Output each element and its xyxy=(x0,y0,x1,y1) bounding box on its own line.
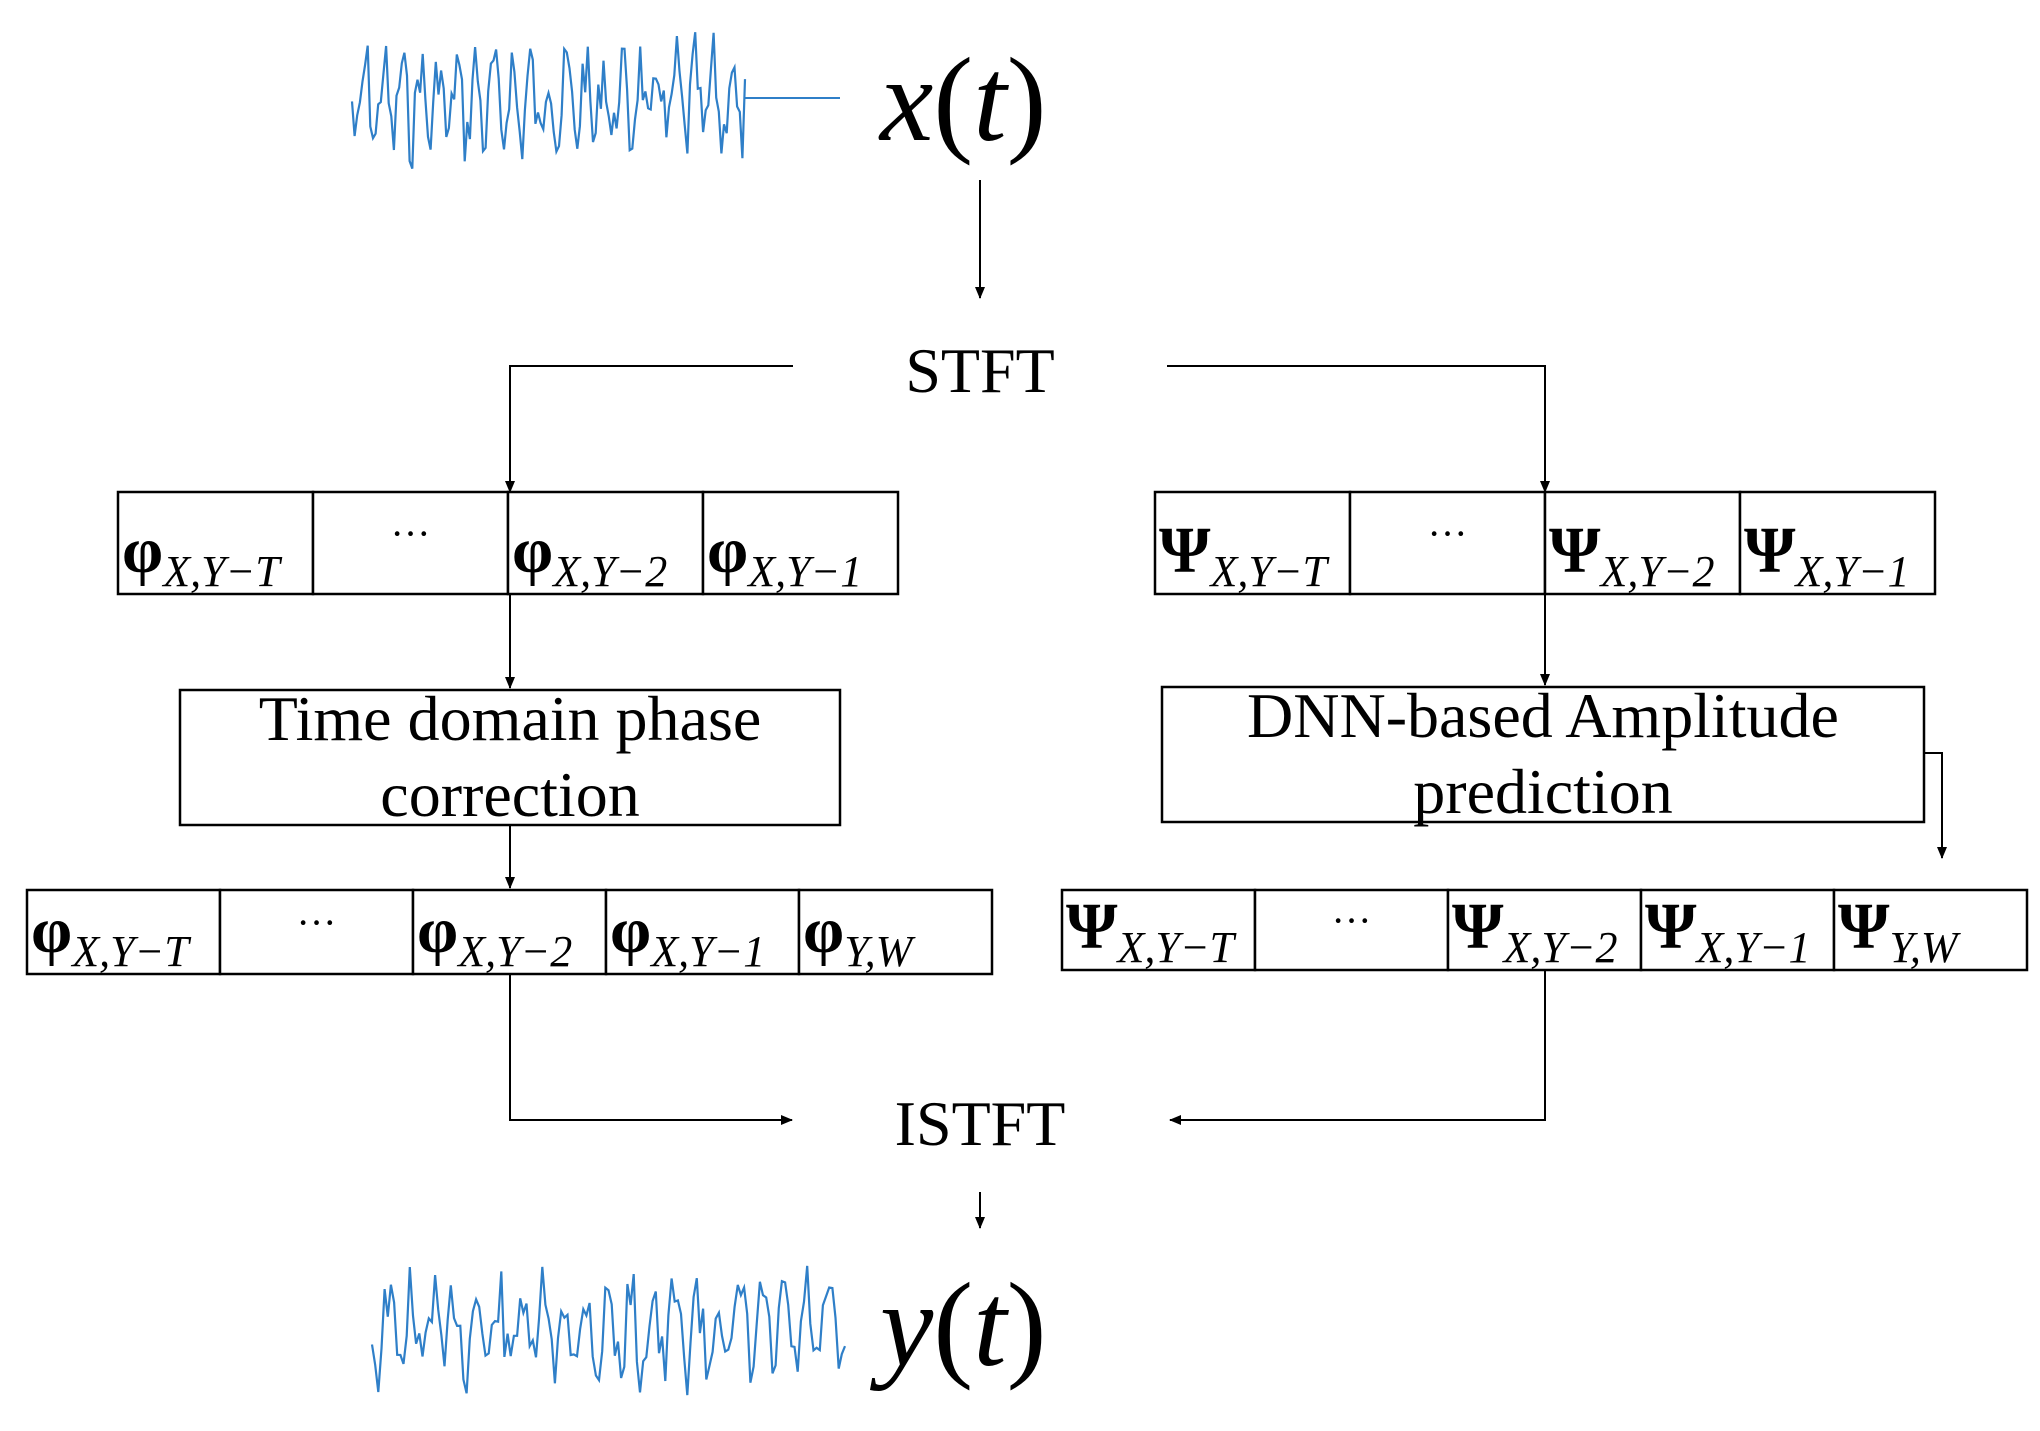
cell-symbol: ΨY,W xyxy=(1838,890,1961,972)
arrow-stft-to-phase xyxy=(505,365,793,493)
cell xyxy=(701,490,900,596)
output-waveform xyxy=(370,1265,847,1396)
stft-label: STFT xyxy=(905,335,1054,406)
cell-symbol: φX,Y−T xyxy=(122,514,283,596)
ellipsis: ··· xyxy=(297,900,337,945)
cell-symbol: φX,Y−2 xyxy=(512,514,667,596)
arrow-amp-to-istft xyxy=(1169,970,1546,1125)
cell-symbol: φX,Y−1 xyxy=(707,514,862,596)
phase-input-row: φX,Y−T ··· φX,Y−2 φX,Y−1 xyxy=(116,490,900,596)
cell-symbol: ΨX,Y−2 xyxy=(1452,890,1618,972)
arrow-phase-to-istft xyxy=(509,974,793,1125)
cell-symbol: ΨX,Y−2 xyxy=(1549,514,1715,596)
cell-symbol: ΨX,Y−1 xyxy=(1744,514,1910,596)
phase-correction-box xyxy=(178,688,842,827)
cell-symbol: ΨX,Y−T xyxy=(1159,514,1331,596)
amplitude-input-row: ΨX,Y−T ··· ΨX,Y−2 ΨX,Y−1 xyxy=(1153,490,1937,596)
ellipsis: ··· xyxy=(1428,511,1468,556)
cell xyxy=(1348,490,1547,596)
phase-correction-line2: correction xyxy=(380,759,639,830)
ellipsis: ··· xyxy=(1332,898,1372,943)
cell xyxy=(25,888,222,976)
cell xyxy=(1060,888,1257,972)
cell xyxy=(604,888,801,976)
cell xyxy=(1543,490,1742,596)
amplitude-output-row: ΨX,Y−T ··· ΨX,Y−2 ΨX,Y−1 ΨY,W xyxy=(1060,888,2029,972)
phase-output-row: φX,Y−T ··· φX,Y−2 φX,Y−1 φY,W xyxy=(25,888,994,976)
cell xyxy=(1832,888,2029,972)
cell xyxy=(1738,490,1937,596)
cell-symbol: ΨX,Y−1 xyxy=(1645,890,1811,972)
phase-correction-line1: Time domain phase xyxy=(259,683,762,754)
cell-symbol: φX,Y−2 xyxy=(417,894,572,976)
amplitude-prediction-line2: prediction xyxy=(1413,756,1672,827)
cell-symbol: ΨX,Y−T xyxy=(1066,890,1238,972)
output-signal-label: y(t) xyxy=(869,1258,1047,1391)
arrow-amp-box-to-row xyxy=(1924,752,1947,859)
ellipsis: ··· xyxy=(391,511,431,556)
amplitude-prediction-line1: DNN-based Amplitude xyxy=(1247,680,1839,751)
cell xyxy=(311,490,510,596)
cell xyxy=(1446,888,1643,972)
cell-symbol: φX,Y−T xyxy=(31,894,192,976)
amplitude-prediction-box xyxy=(1160,685,1926,824)
cell-symbol: φY,W xyxy=(803,894,916,976)
input-signal-label: x(t) xyxy=(878,33,1047,166)
cell-symbol: φX,Y−1 xyxy=(610,894,765,976)
cell xyxy=(116,490,315,596)
istft-label: ISTFT xyxy=(895,1088,1066,1159)
arrow-stft-to-amplitude xyxy=(1167,365,1550,493)
input-waveform xyxy=(350,32,747,169)
cell xyxy=(797,888,994,976)
cell xyxy=(1253,888,1450,972)
